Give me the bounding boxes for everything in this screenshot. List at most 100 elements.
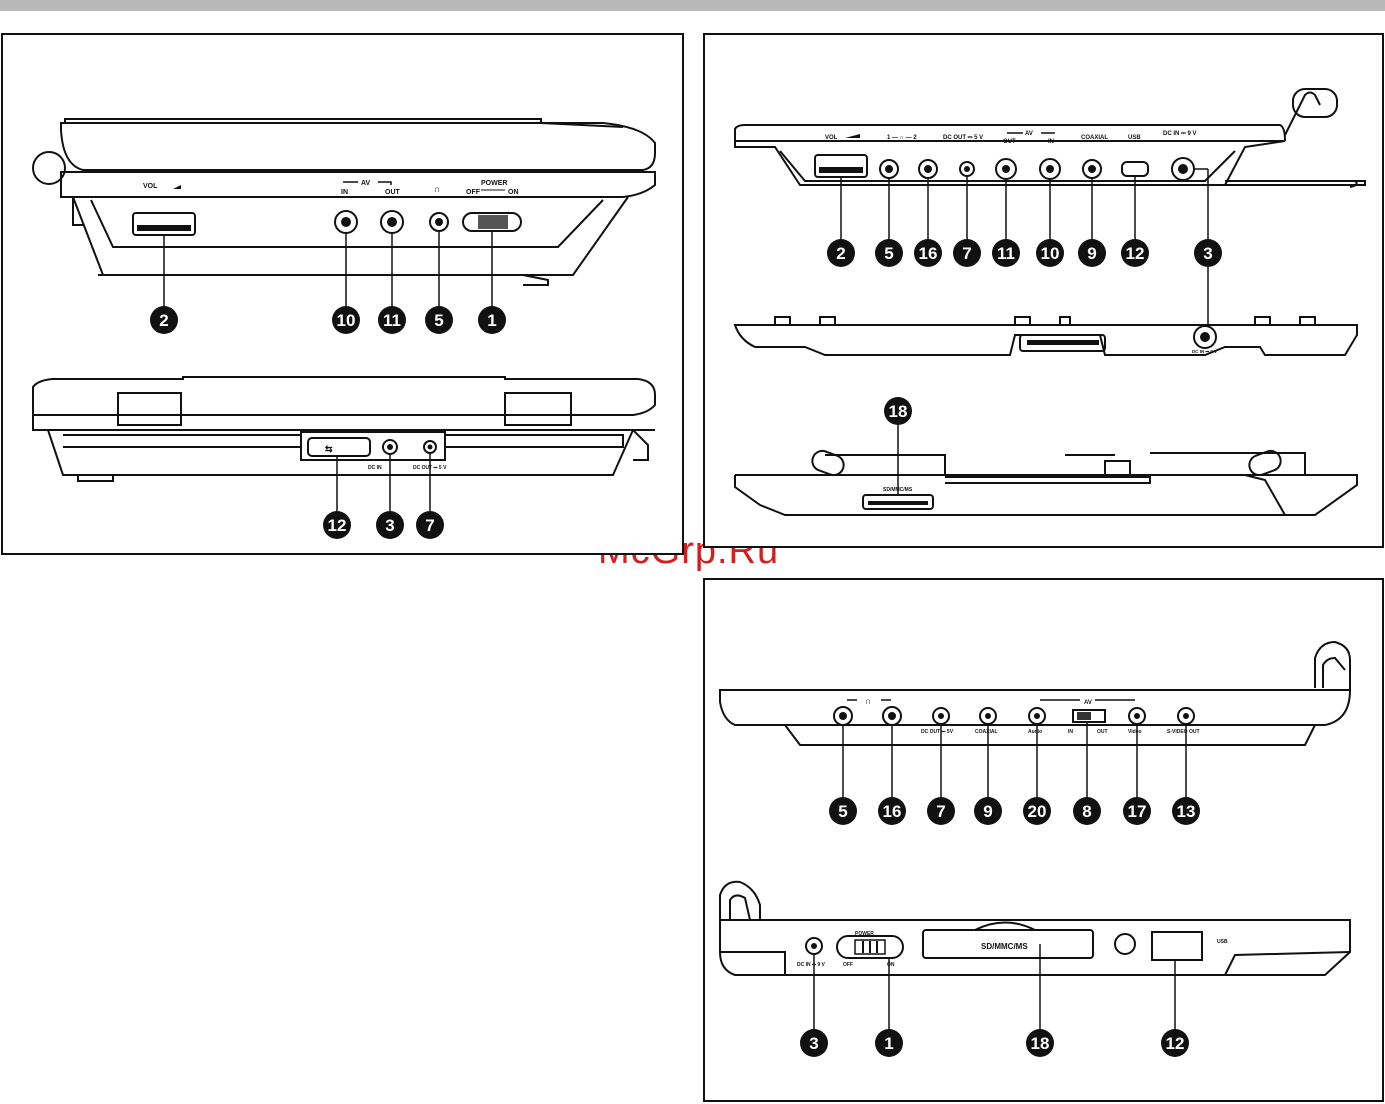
audio-label-c: Audio	[1028, 729, 1042, 735]
svideo-label-c: S-VIDEO OUT	[1167, 729, 1200, 735]
svg-text:18: 18	[1031, 1034, 1050, 1053]
power-label: POWER	[481, 180, 507, 187]
svg-text:1: 1	[487, 311, 496, 330]
svg-text:7: 7	[425, 516, 434, 535]
callout-b-9: 9	[1078, 239, 1106, 267]
coaxial-label-b: COAXIAL	[1081, 135, 1108, 141]
svg-text:18: 18	[889, 402, 908, 421]
callout-c-18: 18	[1026, 1029, 1054, 1057]
panel-a-drawing: VOL AV IN OUT ∩ POWER OFF ON 2 10 11 5 1…	[32, 118, 656, 539]
out-label-c: OUT	[1097, 729, 1108, 735]
usb-port-b	[1121, 161, 1149, 177]
panel-c: ∩ AV DC OUT ⎓ 5V COAXIAL Audio IN OUT Vi…	[703, 578, 1384, 1102]
av-label-b: AV	[1025, 131, 1033, 137]
dc-in-label-c: DC IN ⎓ 9 V	[797, 962, 826, 968]
callout-c-12: 12	[1161, 1029, 1189, 1057]
callout-12: 12	[323, 511, 351, 539]
svg-text:16: 16	[919, 244, 938, 263]
svg-text:3: 3	[385, 516, 394, 535]
callout-b-3: 3	[1194, 239, 1222, 267]
svg-text:7: 7	[962, 244, 971, 263]
usb-port	[307, 437, 371, 457]
svg-text:10: 10	[337, 311, 356, 330]
svg-text:5: 5	[884, 244, 893, 263]
av-in-label: IN	[341, 189, 348, 196]
callout-11: 11	[378, 306, 406, 334]
svg-text:13: 13	[1177, 802, 1196, 821]
callout-b-7: 7	[953, 239, 981, 267]
svg-text:12: 12	[1166, 1034, 1185, 1053]
svg-text:2: 2	[836, 244, 845, 263]
svg-text:12: 12	[328, 516, 347, 535]
svg-text:8: 8	[1082, 802, 1091, 821]
svg-text:2: 2	[159, 311, 168, 330]
volume-wheel-b	[814, 154, 868, 178]
svg-text:16: 16	[883, 802, 902, 821]
callout-10: 10	[332, 306, 360, 334]
av-out-label-b: OUT	[1003, 139, 1016, 145]
dc-in-label: DC IN	[368, 465, 382, 471]
usb-port-c	[1151, 931, 1203, 961]
coaxial-label-c: COAXIAL	[975, 729, 998, 735]
svg-text:9: 9	[983, 802, 992, 821]
av-label: AV	[361, 180, 371, 187]
ir-sensor-c	[1114, 933, 1136, 955]
panel-c-drawing: ∩ AV DC OUT ⎓ 5V COAXIAL Audio IN OUT Vi…	[719, 640, 1352, 1057]
svg-text:11: 11	[383, 311, 401, 330]
vol-label-b: VOL	[825, 135, 838, 141]
callout-c-20: 20	[1023, 797, 1051, 825]
callout-b-18: 18	[884, 397, 912, 425]
usb-label-b: USB	[1128, 135, 1141, 141]
callout-3: 3	[376, 511, 404, 539]
callout-c-13: 13	[1172, 797, 1200, 825]
headphone-icon: ∩	[434, 184, 441, 194]
callout-c-9: 9	[974, 797, 1002, 825]
callout-2: 2	[150, 306, 178, 334]
usb-label-c: USB	[1217, 939, 1228, 945]
callout-c-17: 17	[1123, 797, 1151, 825]
volume-wheel	[132, 212, 196, 236]
callout-5: 5	[425, 306, 453, 334]
svg-text:1: 1	[884, 1034, 893, 1053]
av-in-label-b: IN	[1048, 139, 1054, 145]
callout-c-1: 1	[875, 1029, 903, 1057]
callout-b-5: 5	[875, 239, 903, 267]
callout-c-16: 16	[878, 797, 906, 825]
svg-text:12: 12	[1126, 244, 1145, 263]
dc-out-label-c: DC OUT ⎓ 5V	[921, 729, 954, 735]
video-label-c: Video	[1128, 729, 1142, 735]
phones-label-b: 1 — ∩ — 2	[887, 135, 917, 141]
power-label-c: POWER	[855, 931, 874, 937]
callout-1: 1	[478, 306, 506, 334]
av-out-label: OUT	[385, 189, 401, 196]
svg-text:5: 5	[434, 311, 443, 330]
svg-text:11: 11	[997, 244, 1015, 263]
panel-b-drawing: VOL 1 — ∩ — 2 DC OUT ⎓ 5 V AV OUT IN COA…	[733, 88, 1366, 516]
vol-label: VOL	[143, 183, 158, 190]
callout-c-7: 7	[927, 797, 955, 825]
callout-b-2: 2	[827, 239, 855, 267]
power-off-label: OFF	[466, 189, 481, 196]
panel-a: VOL AV IN OUT ∩ POWER OFF ON 2 10 11 5 1…	[1, 33, 684, 555]
callout-c-3: 3	[800, 1029, 828, 1057]
svg-text:20: 20	[1028, 802, 1047, 821]
callout-7: 7	[416, 511, 444, 539]
svg-text:9: 9	[1087, 244, 1096, 263]
callout-c-8: 8	[1073, 797, 1101, 825]
callout-b-16: 16	[914, 239, 942, 267]
svg-text:3: 3	[1203, 244, 1212, 263]
svg-text:3: 3	[809, 1034, 818, 1053]
dc-in-label-b: DC IN ⎓ 9 V	[1163, 131, 1196, 137]
callout-b-10: 10	[1036, 239, 1064, 267]
svg-text:7: 7	[936, 802, 945, 821]
usb-icon: ⇆	[325, 444, 333, 454]
dc-in-back-label-b: DC IN ⎓ 9 V	[1192, 349, 1217, 354]
svg-text:17: 17	[1128, 802, 1147, 821]
dc-out-label-b: DC OUT ⎓ 5 V	[943, 135, 983, 141]
top-bar	[0, 0, 1385, 11]
headphone-icon-c: ∩	[865, 696, 872, 706]
power-on-label: ON	[508, 189, 519, 196]
panel-b: VOL 1 — ∩ — 2 DC OUT ⎓ 5 V AV OUT IN COA…	[703, 33, 1384, 548]
callout-b-11: 11	[992, 239, 1020, 267]
on-label-c: ON	[887, 962, 895, 968]
